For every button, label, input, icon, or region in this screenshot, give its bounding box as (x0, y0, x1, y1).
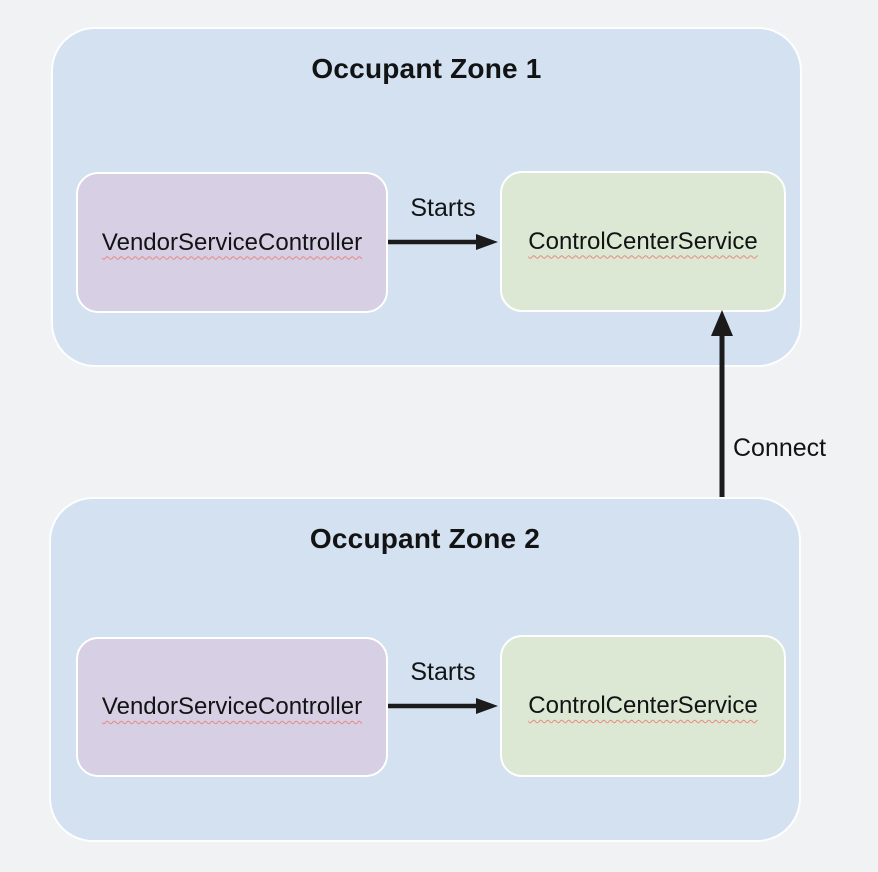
vendor-service-controller-node-zone1: VendorServiceController (76, 172, 388, 313)
starts-edge-label-zone2: Starts (410, 658, 476, 686)
occupant-zone-2-title: Occupant Zone 2 (309, 523, 541, 554)
occupant-zone-2-container: Occupant Zone 2 VendorServiceController … (49, 497, 801, 842)
arrow-right-icon (388, 234, 498, 250)
control-center-service-label: ControlCenterService (528, 692, 758, 719)
control-center-service-node-zone2: ControlCenterService (500, 635, 786, 777)
vendor-service-controller-node-zone2: VendorServiceController (76, 637, 388, 777)
starts-arrow-zone1 (388, 233, 498, 251)
starts-edge-label-zone1: Starts (410, 194, 476, 222)
vendor-service-controller-label: VendorServiceController (101, 693, 363, 720)
control-center-service-node-zone1: ControlCenterService (500, 171, 786, 312)
arrow-right-icon (388, 698, 498, 714)
occupant-zone-1-container: Occupant Zone 1 VendorServiceController … (51, 27, 802, 367)
connect-edge-label: Connect (733, 434, 827, 462)
occupant-zone-1-title: Occupant Zone 1 (311, 53, 542, 84)
vendor-service-controller-label: VendorServiceController (101, 228, 363, 256)
starts-arrow-zone2 (388, 697, 498, 715)
control-center-service-label: ControlCenterService (528, 227, 758, 255)
